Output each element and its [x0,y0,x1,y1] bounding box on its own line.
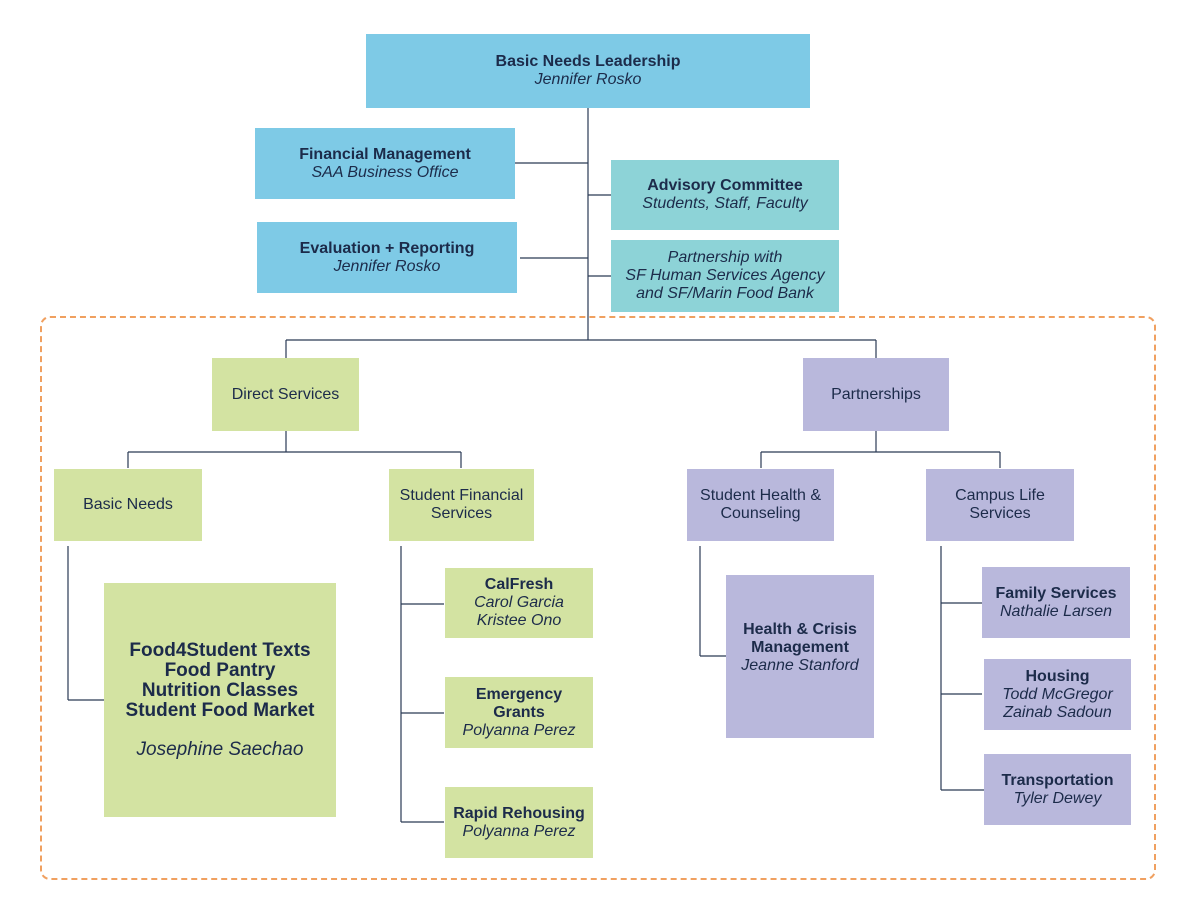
food-program-item: Food4Student Texts [129,640,311,661]
basic-needs-label: Basic Needs [83,496,173,513]
student-financial-line1: Student Financial [399,487,524,504]
student-health-line2: Counseling [720,505,801,522]
family-name: Nathalie Larsen [999,602,1113,620]
advisory-title: Advisory Committee [647,177,803,194]
student-financial-line2: Services [430,505,493,522]
financial-sub: SAA Business Office [311,163,459,181]
emergency-title-line1: Emergency [475,685,563,703]
campus-life-services-box: Campus Life Services [926,469,1074,541]
partnerships-label: Partnerships [831,385,921,403]
family-title: Family Services [995,584,1117,602]
partnership-line1: Partnership with [667,249,783,266]
direct-services-box: Direct Services [212,358,359,431]
partnership-agency-box: Partnership with SF Human Services Agenc… [611,240,839,312]
transportation-name: Tyler Dewey [1013,789,1102,807]
family-services-box: Family Services Nathalie Larsen [982,567,1130,638]
calfresh-title: CalFresh [484,576,554,593]
food-programs-name: Josephine Saechao [136,739,304,760]
emergency-name: Polyanna Perez [462,721,576,739]
leadership-name: Jennifer Rosko [534,71,642,88]
campus-life-line1: Campus Life [955,487,1045,504]
housing-name: Todd McGregor [1002,685,1113,703]
emergency-grants-box: Emergency Grants Polyanna Perez [445,677,593,748]
health-crisis-title-line2: Management [751,639,849,656]
food-program-item: Food Pantry [164,660,276,681]
transportation-box: Transportation Tyler Dewey [984,754,1131,825]
calfresh-name: Carol Garcia [474,594,564,611]
student-health-line1: Student Health & [700,487,821,504]
food-program-item: Student Food Market [125,700,315,721]
rehousing-name: Polyanna Perez [462,822,576,840]
evaluation-title: Evaluation + Reporting [299,239,475,257]
housing-title: Housing [1025,667,1090,685]
leadership-title: Basic Needs Leadership [495,53,681,70]
basic-needs-leadership-box: Basic Needs Leadership Jennifer Rosko [366,34,810,108]
food-programs-box: Food4Student Texts Food Pantry Nutrition… [104,583,336,817]
housing-name: Zainab Sadoun [1003,703,1112,721]
emergency-title-line2: Grants [493,703,545,721]
direct-services-label: Direct Services [231,385,340,403]
partnership-line3: and SF/Marin Food Bank [636,285,814,302]
rapid-rehousing-box: Rapid Rehousing Polyanna Perez [445,787,593,858]
rehousing-title: Rapid Rehousing [453,804,585,822]
health-crisis-title-line1: Health & Crisis [743,621,857,638]
partnerships-box: Partnerships [803,358,949,431]
health-crisis-name: Jeanne Stanford [741,657,859,674]
direct-services-region-border [40,316,1156,880]
partnership-line2: SF Human Services Agency [625,267,825,284]
financial-management-box: Financial Management SAA Business Office [255,128,515,199]
basic-needs-box: Basic Needs [54,469,202,541]
student-financial-services-box: Student Financial Services [389,469,534,541]
transportation-title: Transportation [1001,771,1114,789]
calfresh-box: CalFresh Carol Garcia Kristee Ono [445,568,593,638]
advisory-committee-box: Advisory Committee Students, Staff, Facu… [611,160,839,230]
housing-box: Housing Todd McGregor Zainab Sadoun [984,659,1131,730]
financial-title: Financial Management [299,145,471,163]
food-program-item: Nutrition Classes [141,680,299,701]
advisory-sub: Students, Staff, Faculty [642,195,808,212]
evaluation-name: Jennifer Rosko [333,257,441,275]
student-health-counseling-box: Student Health & Counseling [687,469,834,541]
health-crisis-box: Health & Crisis Management Jeanne Stanfo… [726,575,874,738]
calfresh-name: Kristee Ono [476,612,562,629]
evaluation-reporting-box: Evaluation + Reporting Jennifer Rosko [257,222,517,293]
campus-life-line2: Services [969,505,1031,522]
